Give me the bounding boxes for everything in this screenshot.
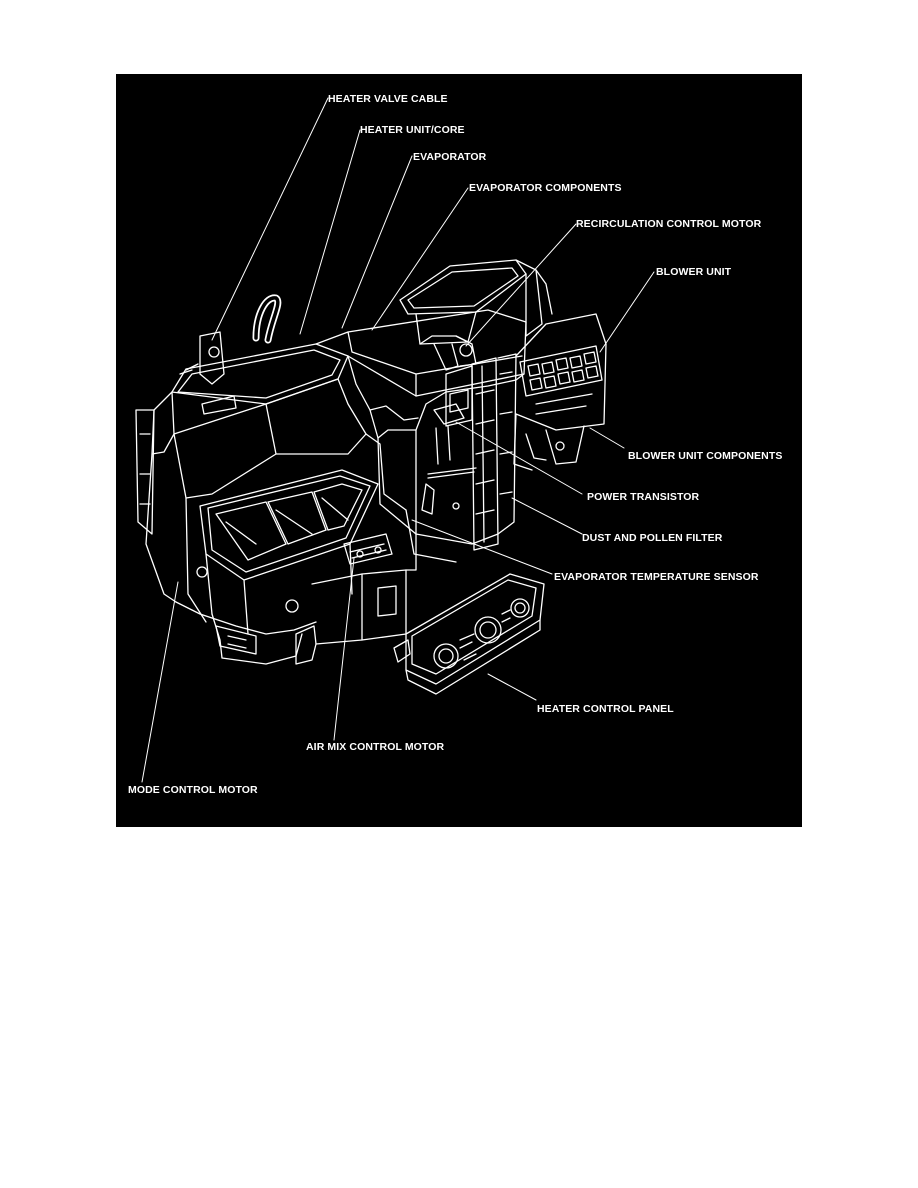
leader-recirculation-control-motor: [465, 223, 577, 347]
label-evaporator-temperature-sensor: EVAPORATOR TEMPERATURE SENSOR: [554, 571, 759, 583]
label-air-mix-control-motor: AIR MIX CONTROL MOTOR: [306, 741, 445, 753]
air-mix-control-motor-part: [343, 533, 393, 565]
leader-mode-control-motor: [141, 581, 179, 783]
heater-unit-housing: [135, 294, 527, 665]
recirculation-intake: [399, 259, 553, 371]
mode-vent-frame: [199, 469, 379, 635]
evaporator-housing: [347, 355, 525, 571]
heater-control-panel-part: [393, 573, 545, 695]
label-blower-unit-components: BLOWER UNIT COMPONENTS: [628, 450, 783, 462]
dust-and-pollen-filter-housing: [445, 353, 517, 551]
label-blower-unit: BLOWER UNIT: [656, 266, 732, 278]
label-dust-and-pollen-filter: DUST AND POLLEN FILTER: [582, 532, 723, 544]
leader-power-transistor: [455, 421, 583, 495]
leader-blower-unit: [599, 271, 655, 353]
leader-heater-unit-core: [299, 129, 361, 335]
label-evaporator-components: EVAPORATOR COMPONENTS: [469, 182, 622, 194]
label-evaporator: EVAPORATOR: [413, 151, 487, 163]
blower-unit: [513, 313, 607, 471]
label-power-transistor: POWER TRANSISTOR: [587, 491, 700, 503]
hvac-assembly-drawing: [135, 97, 655, 783]
leader-lines: [141, 97, 655, 783]
label-heater-control-panel: HEATER CONTROL PANEL: [537, 703, 674, 715]
leader-evaporator-temperature-sensor: [411, 519, 553, 575]
label-recirculation-control-motor: RECIRCULATION CONTROL MOTOR: [576, 218, 762, 230]
label-heater-valve-cable: HEATER VALVE CABLE: [328, 93, 448, 105]
hvac-components-diagram: HEATER VALVE CABLE HEATER UNIT/CORE EVAP…: [116, 74, 802, 827]
label-mode-control-motor: MODE CONTROL MOTOR: [128, 784, 258, 796]
leader-air-mix-control-motor: [333, 557, 355, 741]
leader-blower-unit-components: [589, 427, 625, 449]
label-heater-unit-core: HEATER UNIT/CORE: [360, 124, 465, 136]
leader-evaporator-components: [371, 187, 469, 331]
leader-heater-valve-cable: [211, 97, 329, 341]
leader-evaporator: [341, 155, 413, 329]
leader-dust-and-pollen-filter: [511, 497, 583, 535]
leader-heater-control-panel: [487, 673, 537, 701]
